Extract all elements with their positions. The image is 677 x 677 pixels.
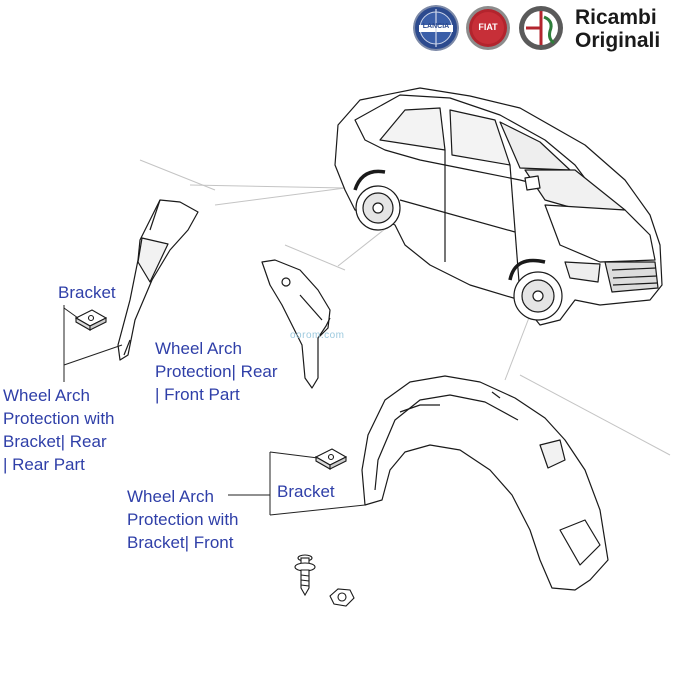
label-line: Protection| Rear	[155, 362, 278, 381]
wheel-arch-front	[361, 375, 609, 591]
brand-title: Ricambi Originali	[575, 6, 660, 52]
lancia-logo-text: LANCIA	[422, 23, 450, 30]
label-line: Wheel Arch	[127, 487, 214, 506]
wheel-arch-rear-rear-part	[117, 199, 199, 361]
label-line: Protection with	[127, 510, 239, 529]
label-bracket-rear: Bracket	[58, 283, 116, 302]
label-line: | Front Part	[155, 385, 240, 404]
label-wheel-arch-front: Wheel Arch Protection with Bracket| Fron…	[127, 485, 239, 554]
label-line: | Rear Part	[3, 455, 85, 474]
screw-part	[294, 554, 316, 597]
watermark: oorom.com	[290, 330, 345, 341]
label-line: Bracket| Front	[127, 533, 234, 552]
label-line: Wheel Arch	[155, 339, 242, 358]
brand-title-line2: Originali	[575, 29, 661, 52]
lancia-logo-icon	[413, 5, 459, 51]
fiat-logo-icon	[466, 6, 510, 50]
label-line: Wheel Arch	[3, 386, 90, 405]
bracket-front-part	[314, 448, 348, 470]
label-wheel-arch-rear-rear: Wheel Arch Protection with Bracket| Rear…	[3, 384, 115, 476]
fiat-logo-text: FIAT	[478, 22, 498, 32]
label-line: Protection with	[3, 409, 115, 428]
alfa-romeo-logo-text: ALFA ROMEO	[524, 1, 558, 7]
bracket-rear-part	[74, 309, 108, 331]
nut-part	[329, 588, 355, 607]
guide-lines	[139, 159, 671, 456]
brand-title-line1: Ricambi	[575, 6, 657, 29]
label-wheel-arch-rear-front: Wheel Arch Protection| Rear | Front Part	[155, 337, 278, 406]
car-illustration	[334, 87, 663, 326]
leader-lines	[63, 305, 366, 516]
wheel-arch-rear-front-part	[261, 259, 331, 389]
label-bracket-front: Bracket	[277, 482, 335, 501]
alfa-romeo-logo-icon	[519, 6, 563, 50]
label-line: Bracket| Rear	[3, 432, 107, 451]
